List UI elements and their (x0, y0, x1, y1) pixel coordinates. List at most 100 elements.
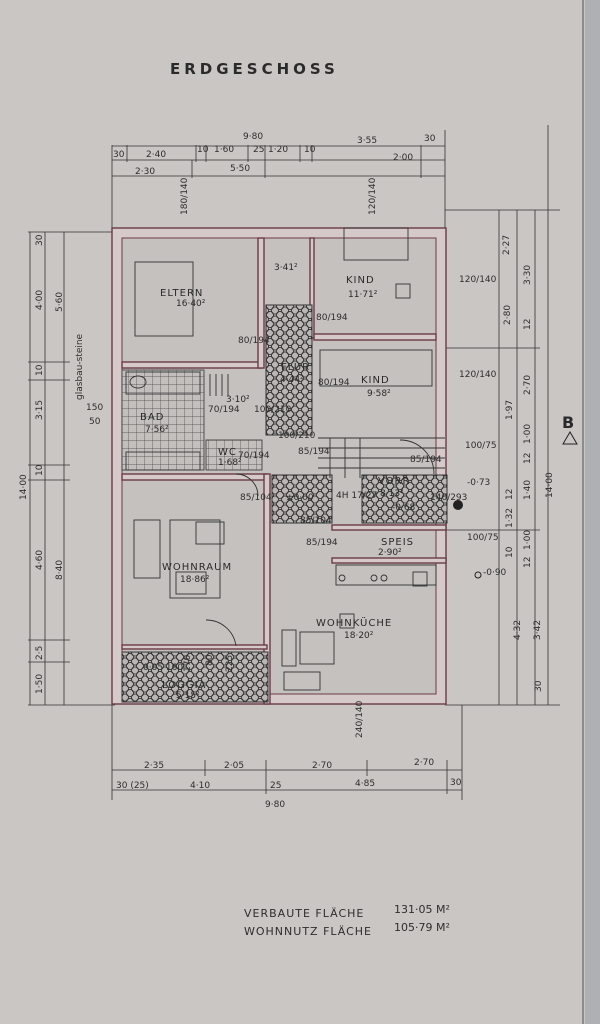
opening-label: 80/194 (318, 378, 350, 388)
dim-right: 14·00 (545, 472, 555, 498)
room-area: 2·90² (378, 548, 402, 558)
stair-label: 4H 17/27 (336, 491, 377, 501)
dim-right: 12 (523, 319, 533, 330)
dim-left: 8·40 (55, 560, 65, 580)
dim-bottom: 2·70 (414, 758, 434, 768)
opening-labels: 80/194 80/194 80/194 70/194 70/194 85/10… (143, 313, 467, 738)
dim-right: 2·80 (503, 305, 513, 325)
dim-top: 1·60 (214, 145, 234, 155)
room-name: KIND (361, 375, 390, 386)
dim-left: 14·00 (19, 474, 29, 500)
room-name: LOGGIA (162, 680, 206, 691)
room-name: VORR (378, 476, 410, 487)
dim-left: 10 (35, 364, 45, 376)
dim-bottom: 30 (450, 778, 462, 788)
dim-left: 30 (35, 234, 45, 246)
paper-edge (585, 0, 600, 1024)
dim-right: 3·42 (533, 620, 543, 640)
dim-bottom: 30 (25) (116, 781, 149, 791)
opening-label: 85/194 (306, 538, 338, 548)
bad-tiles (121, 369, 205, 471)
dim-left: 4·60 (35, 550, 45, 570)
dim-left: 150 (86, 403, 103, 413)
dim-total-top: 9·80 (243, 132, 263, 142)
window-label: 0·05 160 (143, 663, 183, 673)
room-name: FLUR (281, 362, 310, 373)
window-label: 120/140 (368, 177, 378, 215)
room-area: 5·15² (176, 691, 200, 701)
room-area: 8·13² (380, 489, 404, 499)
room-name: WOHNRAUM (162, 562, 232, 573)
opening-label: 80/194 (238, 336, 270, 346)
window-label: 100/75 (467, 533, 499, 543)
vorr-tiles-right (361, 474, 448, 524)
top-dimensions: 9·80 30 2·40 10 1·60 25 1·20 10 3·55 30 … (111, 130, 446, 230)
dim-right: 1·00 (523, 530, 533, 550)
dim-right: 1·97 (505, 400, 515, 420)
dim-right: 2·27 (502, 235, 512, 255)
right-dimensions: 2·27 3·30 2·80 12 2·70 1·97 1·00 12 1·40… (445, 125, 560, 706)
room-name: SPEIS (381, 537, 414, 548)
summary-label: WOHNNUTZ FLÄCHE (244, 925, 372, 938)
room-name: ELTERN (160, 288, 203, 299)
level-label: -0·68 (392, 503, 416, 513)
dim-bottom: 2·70 (312, 761, 332, 771)
furniture (125, 227, 445, 691)
dim-top: 1·20 (268, 145, 288, 155)
vorr-tiles-left (271, 474, 333, 524)
room-area: 16·40² (176, 299, 206, 309)
dim-right: 10 (505, 546, 515, 558)
dim-top: 10 (304, 145, 316, 155)
dim-right: 1·00 (523, 424, 533, 444)
dim-right: 4·32 (513, 620, 523, 640)
opening-label: 100/210 (278, 431, 316, 441)
level-labels: ±0·00 -0·68 -0·73 -0·90 (286, 478, 507, 579)
room-name: BAD (140, 412, 164, 423)
opening-label: 70/194 (208, 405, 240, 415)
dim-bottom: 25 (270, 781, 281, 791)
dim-left: 10 (35, 464, 45, 476)
opening-label: 85/194 (410, 455, 442, 465)
wc-tiles (205, 439, 263, 471)
room-area: 4·44² (280, 375, 304, 385)
window-label: 240/140 (355, 700, 365, 738)
summary-value: 105·79 M² (394, 921, 450, 934)
dim-top: 2·40 (146, 150, 166, 160)
dim-left: 50 (89, 417, 101, 427)
window-label: 120/140 (459, 275, 497, 285)
dim-top: 3·55 (357, 136, 377, 146)
dim-top: 30 (113, 150, 125, 160)
dim-right: 12 (523, 453, 533, 464)
dim-total-bottom: 9·80 (265, 800, 285, 810)
room-labels: ELTERN 16·40² KIND 11·71² KIND 9·58² FLU… (140, 263, 414, 701)
dim-left: 3·15 (35, 400, 45, 420)
room-area: 1·68² (218, 458, 242, 468)
misc-area-label: 3·10² (226, 395, 250, 405)
flur-tiles (265, 304, 313, 436)
level-label: -0·90 (483, 568, 507, 578)
dim-bottom: 2·05 (224, 761, 244, 771)
dim-right: 3·30 (523, 265, 533, 285)
room-area: 18·86² (180, 575, 210, 585)
dim-top: 5·50 (230, 164, 250, 174)
opening-label: 85/104 (300, 516, 332, 526)
dim-top: 10 (197, 145, 209, 155)
dim-right: 12 (523, 557, 533, 568)
dim-bottom: 4·10 (190, 781, 210, 791)
dim-right: 1·32 (505, 508, 515, 528)
dim-left: 2·5 (35, 646, 45, 660)
dim-right: 2·70 (523, 375, 533, 395)
dim-right: 1·40 (523, 480, 533, 500)
room-name: WC (218, 447, 237, 458)
window-label: 100/75 (465, 441, 497, 451)
dim-left: 1·50 (35, 674, 45, 694)
opening-label: 85/194 (298, 447, 330, 457)
level-label: ±0·00 (286, 493, 314, 503)
level-label: -0·73 (467, 478, 490, 488)
dim-top: 30 (424, 134, 436, 144)
section-marker: B (562, 413, 578, 445)
room-area: 9·58² (367, 389, 391, 399)
room-area: 18·20² (344, 631, 374, 641)
section-marker-letter: B (562, 413, 574, 432)
